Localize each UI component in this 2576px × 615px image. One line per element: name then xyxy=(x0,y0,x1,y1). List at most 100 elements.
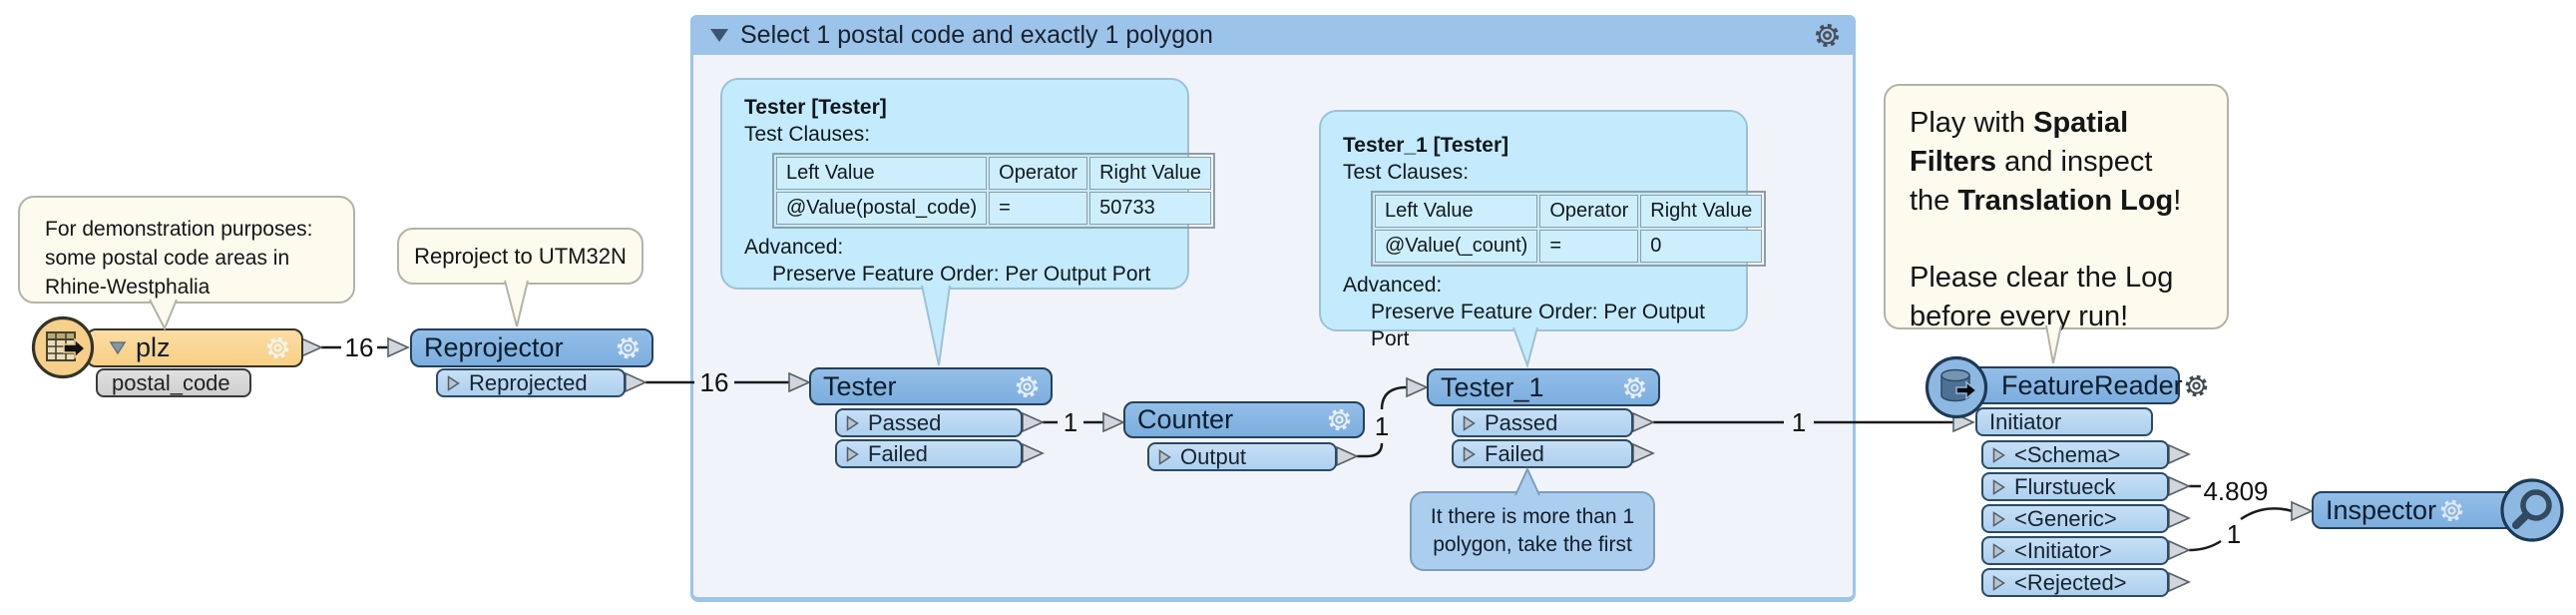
port-reprojected[interactable]: Reprojected xyxy=(436,368,626,397)
port-triangle-icon xyxy=(1992,446,2005,463)
node-label: Counter xyxy=(1137,404,1234,434)
port-triangle-icon xyxy=(1463,445,1476,462)
plz-attribute-node[interactable]: postal_code xyxy=(96,368,251,397)
port-featurereader-flurstueck[interactable]: Flurstueck xyxy=(1981,472,2169,501)
node-inspector[interactable]: Inspector xyxy=(2312,491,2519,529)
port-counter-output[interactable]: Output xyxy=(1147,442,1337,471)
node-reprojector[interactable]: Reprojector xyxy=(410,328,653,367)
annotation-demo-note[interactable]: For demonstration purposes: some postal … xyxy=(18,196,355,304)
tooltip-advanced-label: Advanced: xyxy=(744,236,844,259)
port-label: Initiator xyxy=(1989,408,2062,434)
magnifier-icon[interactable] xyxy=(2499,477,2565,543)
port-featurereader-initiator-out[interactable]: <Initiator> xyxy=(1981,536,2169,565)
reprojector-gear-icon[interactable] xyxy=(615,334,642,361)
tester-gear-icon[interactable] xyxy=(1014,373,1041,400)
test-clauses-table: Left Value Operator Right Value @Value(p… xyxy=(772,153,1216,229)
port-triangle-icon xyxy=(1992,574,2005,591)
annotation-play-note[interactable]: Play with Spatial Filters and inspect th… xyxy=(1884,84,2229,332)
port-triangle-icon xyxy=(1992,510,2005,527)
node-label: plz xyxy=(136,332,171,362)
annotation-line: polygon, take the first xyxy=(1433,533,1632,556)
port-featurereader-generic[interactable]: <Generic> xyxy=(1981,504,2169,533)
table-header: Left Value xyxy=(1375,195,1538,228)
node-plz[interactable]: plz xyxy=(86,328,303,367)
database-reader-icon[interactable] xyxy=(1925,355,1988,419)
port-featurereader-initiator[interactable]: Initiator xyxy=(1975,407,2153,436)
port-tester-passed[interactable]: Passed xyxy=(835,408,1023,437)
rejected-output-arrow xyxy=(2168,571,2191,593)
node-tester1[interactable]: Tester_1 xyxy=(1427,368,1660,406)
inspector-input-arrow xyxy=(2291,500,2314,522)
port-triangle-icon xyxy=(1992,542,2005,559)
node-counter[interactable]: Counter xyxy=(1123,401,1365,438)
table-cell: 0 xyxy=(1640,230,1763,263)
port-tester1-passed[interactable]: Passed xyxy=(1452,408,1633,437)
flurstueck-output-arrow xyxy=(2168,475,2191,497)
bookmark-header[interactable]: Select 1 postal code and exactly 1 polyg… xyxy=(690,15,1856,55)
tooltip-tester1[interactable]: Tester_1 [Tester] Test Clauses: Left Val… xyxy=(1319,110,1767,350)
port-label: Flurstueck xyxy=(2014,473,2116,499)
annotation-reproject-note[interactable]: Reproject to UTM32N xyxy=(397,228,644,285)
table-cell: @Value(_count) xyxy=(1375,230,1538,263)
tester-input-arrow xyxy=(788,371,811,393)
table-header: Operator xyxy=(989,157,1088,190)
port-label: Reprojected xyxy=(469,369,588,395)
plz-output-arrow xyxy=(300,336,323,358)
generic-output-arrow xyxy=(2168,507,2191,529)
annotation-line: the Translation Log! xyxy=(1910,185,2182,217)
table-header: Right Value xyxy=(1089,157,1212,190)
port-label: Passed xyxy=(868,409,942,435)
port-label: Failed xyxy=(1485,440,1544,466)
tooltip-clauses-label: Test Clauses: xyxy=(744,123,871,146)
counter-gear-icon[interactable] xyxy=(1326,406,1353,433)
tester1-gear-icon[interactable] xyxy=(1621,374,1648,401)
featurereader-gear-icon[interactable] xyxy=(2183,372,2210,399)
inspector-gear-icon[interactable] xyxy=(2438,497,2465,524)
schema-output-arrow xyxy=(2168,443,2191,465)
annotation-polygon-note[interactable]: It there is more than 1 polygon, take th… xyxy=(1410,491,1655,571)
counter-output-arrow xyxy=(1336,445,1359,467)
tester-passed-output-arrow xyxy=(1022,411,1045,433)
annotation-line: It there is more than 1 xyxy=(1430,505,1635,528)
port-label: <Rejected> xyxy=(2014,569,2127,595)
tooltip-tester[interactable]: Tester [Tester] Test Clauses: Left Value… xyxy=(720,78,1216,290)
annotation-line: Rhine-Westphalia xyxy=(45,276,211,299)
reader-table-icon[interactable] xyxy=(31,315,95,379)
tooltip-clauses-label: Test Clauses: xyxy=(1343,161,1470,184)
port-featurereader-rejected[interactable]: <Rejected> xyxy=(1981,568,2169,597)
table-cell: = xyxy=(1539,230,1639,263)
feature-count-label: 1 xyxy=(1791,407,1807,437)
port-triangle-icon xyxy=(1158,448,1171,465)
table-header: Operator xyxy=(1539,195,1639,228)
tester1-failed-output-arrow xyxy=(1632,442,1655,464)
node-tester[interactable]: Tester xyxy=(809,367,1053,405)
feature-count-label: 16 xyxy=(699,367,729,397)
annotation-text: Reproject to UTM32N xyxy=(414,243,627,269)
collapse-triangle-icon[interactable] xyxy=(710,28,728,42)
table-header: Left Value xyxy=(776,157,988,190)
port-label: <Generic> xyxy=(2014,505,2117,531)
port-label: Output xyxy=(1180,443,1247,469)
port-featurereader-schema[interactable]: <Schema> xyxy=(1981,440,2169,469)
reprojector-input-arrow xyxy=(387,336,410,358)
node-label: Tester_1 xyxy=(1441,371,1544,402)
port-label: <Initiator> xyxy=(2014,537,2112,563)
node-featurereader[interactable]: FeatureReader xyxy=(1967,366,2207,404)
port-triangle-icon xyxy=(447,374,460,391)
tooltip-advanced-value: Preserve Feature Order: Per Output Port xyxy=(1371,301,1705,350)
plz-gear-icon[interactable] xyxy=(264,334,291,361)
initiator-output-arrow xyxy=(2168,539,2191,561)
expand-triangle-icon[interactable] xyxy=(110,341,126,354)
port-triangle-icon xyxy=(1463,414,1476,431)
feature-count-label: 1 xyxy=(1063,407,1078,437)
port-tester1-failed[interactable]: Failed xyxy=(1452,439,1633,468)
tooltip-title: Tester_1 [Tester] xyxy=(1343,134,1509,157)
tooltip-advanced-value: Preserve Feature Order: Per Output Port xyxy=(772,263,1151,286)
port-tester-failed[interactable]: Failed xyxy=(835,439,1023,468)
bookmark-gear-icon[interactable] xyxy=(1813,21,1842,50)
port-triangle-icon xyxy=(846,414,859,431)
attribute-label: postal_code xyxy=(112,369,230,395)
annotation-line: some postal code areas in xyxy=(45,247,290,270)
feature-count-label: 16 xyxy=(344,332,374,362)
